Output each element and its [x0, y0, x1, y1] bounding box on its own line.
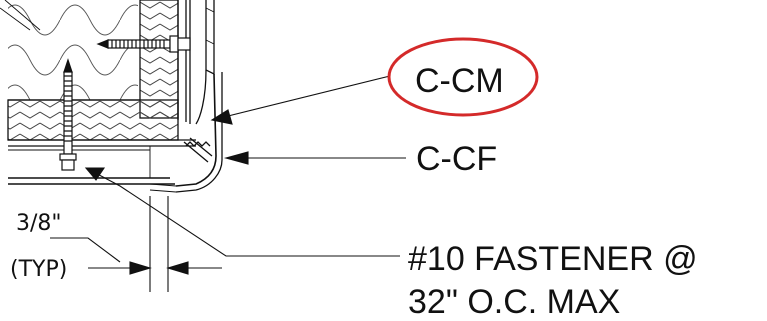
screw-horizontal [96, 35, 191, 53]
leader-lines [84, 75, 406, 257]
dimension-typ-note: (TYP) [10, 257, 67, 282]
trim-channel [149, 0, 223, 193]
highlight-ellipse [387, 37, 539, 117]
screw-vertical [59, 58, 77, 171]
callout-fastener-line1: #10 FASTENER @ [408, 240, 698, 278]
callout-fastener-line2: 32" O.C. MAX [408, 283, 620, 321]
callout-c-cm: C-CM [415, 62, 504, 100]
wall-panel [0, 0, 196, 185]
dimension-lines [50, 196, 222, 292]
callout-c-cf: C-CF [416, 140, 497, 178]
dimension-value: 3/8" [16, 211, 62, 236]
